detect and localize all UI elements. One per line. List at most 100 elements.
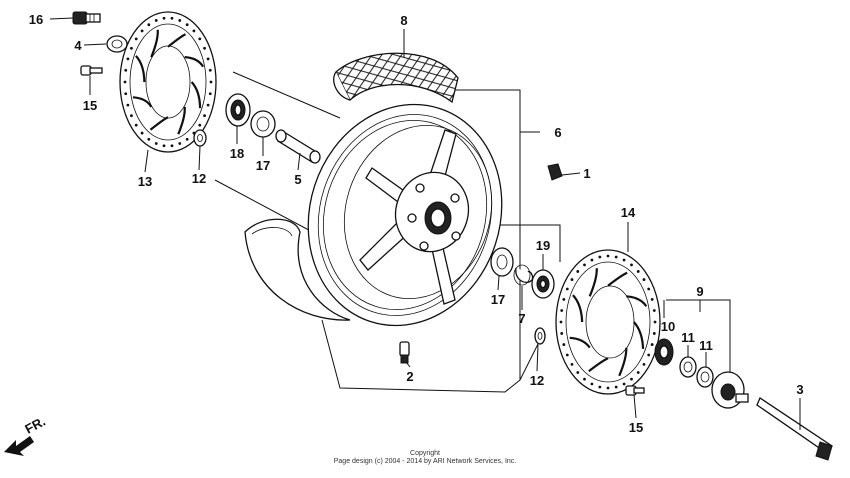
disc-vent-hole (147, 137, 151, 141)
callout-15-right[interactable]: 15 (629, 420, 643, 435)
disc-vent-hole (162, 16, 166, 20)
spacer-5 (275, 129, 321, 164)
disc-vent-hole (154, 19, 158, 22)
callout-15-left[interactable]: 15 (83, 98, 97, 113)
bolt-15-right (625, 385, 645, 396)
disc-vent-hole (606, 386, 610, 390)
callout-1[interactable]: 1 (583, 166, 590, 181)
footer-copyright: Copyright (410, 450, 440, 457)
disc-vent-hole (562, 343, 566, 346)
disc-vent-hole (570, 278, 574, 281)
disc-vent-hole (203, 46, 206, 50)
disc-carrier-slot (588, 268, 598, 297)
leader-lines (49, 17, 801, 430)
disc-vent-hole (178, 142, 182, 145)
disc-carrier-slot (149, 116, 169, 131)
callout-9[interactable]: 9 (696, 284, 703, 299)
disc-vent-hole (622, 382, 626, 386)
disc-carrier-slot (167, 33, 187, 48)
disc-vent-hole (560, 309, 564, 312)
disc-carrier-slot (184, 56, 205, 68)
disc-vent-hole (170, 16, 174, 20)
callout-2[interactable]: 2 (406, 369, 413, 384)
disc-carrier-slot (135, 55, 146, 83)
disc-vent-hole (614, 385, 618, 389)
disc-carrier-slot (607, 271, 628, 287)
disc-vent-hole (130, 46, 133, 50)
disc-vent-hole (652, 309, 656, 312)
callout-7[interactable]: 7 (518, 311, 525, 326)
tire-8 (244, 52, 459, 321)
callout-12-left[interactable]: 12 (192, 171, 206, 186)
callout-17-left[interactable]: 17 (256, 158, 270, 173)
callout-11-a[interactable]: 11 (681, 330, 695, 345)
disc-vent-hole (170, 144, 174, 148)
disc-vent-hole (630, 263, 633, 267)
washer-12-left (193, 129, 207, 147)
disc-vent-hole (630, 377, 633, 381)
disc-vent-hole (606, 254, 610, 258)
direction-label: FR. (22, 414, 48, 437)
balance-weight-1 (547, 163, 563, 181)
disc-carrier-slot (132, 96, 153, 108)
callout-4[interactable]: 4 (74, 38, 82, 53)
disc-vent-hole (162, 144, 166, 148)
callout-16[interactable]: 16 (29, 12, 43, 27)
bolt-16 (72, 11, 101, 25)
callout-6[interactable]: 6 (554, 125, 561, 140)
disc-vent-hole (126, 57, 130, 61)
disc-vent-hole (185, 23, 189, 27)
disc-vent-hole (642, 363, 646, 366)
disc-vent-hole (192, 29, 196, 33)
disc-carrier-slot (150, 29, 159, 58)
disc-vent-hole (134, 37, 138, 41)
footer-page-design: Page design (c) 2004 - 2014 by ARI Netwo… (333, 458, 517, 465)
disc-vent-hole (576, 270, 580, 273)
disc-vent-hole (134, 123, 138, 127)
disc-vent-hole (206, 57, 210, 61)
callout-18[interactable]: 18 (230, 146, 244, 161)
callout-13[interactable]: 13 (138, 174, 152, 189)
callout-11-b[interactable]: 11 (699, 338, 713, 353)
disc-carrier-slot (633, 321, 645, 349)
disc-vent-hole (203, 114, 206, 118)
callout-17-right[interactable]: 17 (491, 292, 505, 307)
callout-numbers: 16 4 15 13 12 18 17 5 8 6 1 14 19 17 7 1… (29, 12, 804, 435)
circlip-7 (513, 264, 534, 286)
callout-3[interactable]: 3 (796, 382, 803, 397)
disc-vent-hole (570, 363, 574, 366)
callout-10[interactable]: 10 (661, 319, 675, 334)
disc-vent-hole (209, 80, 213, 84)
callout-19[interactable]: 19 (536, 238, 550, 253)
disc-vent-hole (598, 255, 602, 259)
disc-vent-hole (208, 68, 212, 72)
disc-vent-hole (653, 320, 657, 324)
disc-carrier-slot (190, 81, 202, 109)
disc-carrier-slot (177, 106, 186, 135)
collar-4 (106, 35, 128, 53)
bolt-15-left (80, 65, 103, 76)
callout-12-right[interactable]: 12 (530, 373, 544, 388)
wheel-rim-6 (307, 103, 503, 327)
disc-vent-hole (636, 270, 640, 273)
disc-carrier-slot (572, 294, 584, 323)
disc-vent-hole (565, 287, 569, 291)
disc-vent-hole (130, 114, 133, 118)
callout-5[interactable]: 5 (294, 172, 301, 187)
assembly-outline (214, 71, 561, 393)
disc-vent-hole (642, 278, 646, 281)
disc-vent-hole (650, 343, 654, 346)
speedometer-gearbox-9 (654, 338, 749, 409)
callout-14[interactable]: 14 (621, 205, 636, 220)
bearing-18 (225, 93, 251, 127)
disc-vent-hole (583, 263, 586, 267)
disc-vent-hole (650, 298, 654, 301)
disc-carrier-slot (588, 357, 609, 373)
disc-vent-hole (140, 131, 144, 135)
disc-vent-hole (140, 29, 144, 33)
disc-vent-hole (647, 353, 651, 357)
disc-vent-hole (198, 123, 202, 127)
callout-8[interactable]: 8 (400, 13, 407, 28)
